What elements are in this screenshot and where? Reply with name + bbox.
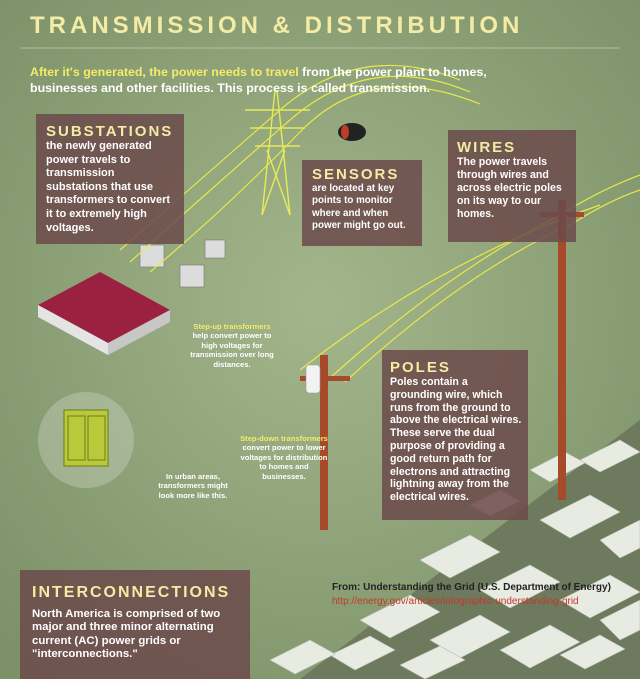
- wires-panel: WIRES The power travels through wires an…: [448, 130, 576, 242]
- step-down-highlight: Step-down transformers: [240, 434, 328, 443]
- intro-highlight: After it's generated, the power needs to…: [30, 65, 299, 79]
- step-down-note: Step-down transformers convert power to …: [240, 434, 328, 481]
- step-down-rest: convert power to lower voltages for dist…: [240, 443, 328, 481]
- step-up-rest: help convert power to high voltages for …: [190, 331, 274, 369]
- source-link[interactable]: http://energy.gov/articles/infographic-u…: [332, 596, 579, 607]
- sensor-device: [338, 123, 366, 141]
- interconnections-panel: INTERCONNECTIONS North America is compri…: [20, 570, 250, 679]
- urban-transformer-box: [38, 392, 134, 488]
- page-title: TRANSMISSION & DISTRIBUTION: [30, 12, 524, 39]
- sensors-heading: SENSORS: [312, 166, 400, 183]
- step-up-highlight: Step-up transformers: [193, 322, 271, 331]
- poles-panel: POLES Poles contain a grounding wire, wh…: [382, 350, 528, 520]
- utility-poles: [300, 200, 584, 530]
- urban-note: In urban areas, transformers might look …: [158, 472, 228, 500]
- substation-building: [38, 272, 170, 355]
- sensors-body: are located at key points to monitor whe…: [312, 183, 406, 232]
- interconnections-heading: INTERCONNECTIONS: [32, 584, 231, 601]
- transformer-equipment: [139, 239, 226, 288]
- sensors-panel: SENSORS are located at key points to mon…: [302, 160, 422, 246]
- intro-rest: from the power plant to homes, businesse…: [30, 65, 487, 95]
- interconnections-body: North America is comprised of two major …: [32, 608, 221, 661]
- source-credit: From: Understanding the Grid (U.S. Depar…: [332, 582, 611, 593]
- step-up-note: Step-up transformers help convert power …: [186, 322, 278, 369]
- intro-text: After it's generated, the power needs to…: [30, 64, 550, 96]
- wires-body: The power travels through wires and acro…: [457, 156, 562, 220]
- poles-body: Poles contain a grounding wire, which ru…: [390, 376, 522, 504]
- substations-body: the newly generated power travels to tra…: [46, 140, 171, 234]
- substations-panel: SUBSTATIONS the newly generated power tr…: [36, 114, 184, 244]
- poles-heading: POLES: [390, 359, 451, 376]
- substations-heading: SUBSTATIONS: [46, 123, 174, 140]
- wires-heading: WIRES: [457, 139, 517, 156]
- city-blocks: [269, 420, 640, 679]
